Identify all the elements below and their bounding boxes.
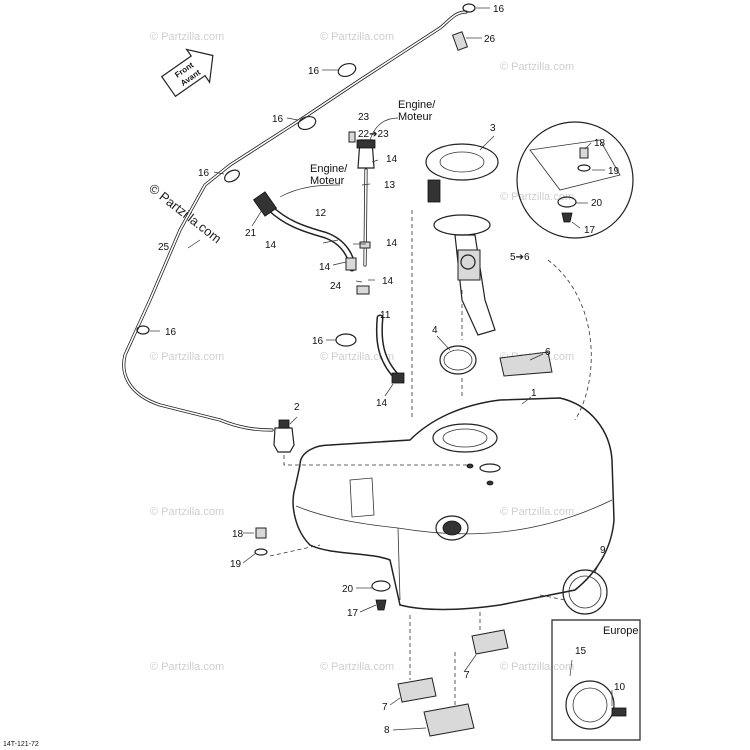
- callout-10: 10: [614, 682, 626, 693]
- pump-gasket-4: [439, 345, 477, 375]
- callout-22-23: 22➔23: [358, 129, 389, 140]
- callout-17: 17: [584, 225, 596, 236]
- callout-15: 15: [575, 646, 587, 657]
- hose-clamps-16: [136, 3, 476, 347]
- svg-text:© Partzilla.com: © Partzilla.com: [320, 351, 394, 363]
- callout-18: 18: [594, 138, 606, 149]
- callout-14: 14: [386, 238, 398, 249]
- watermark-main: © Partzilla.com: [146, 181, 224, 247]
- vent-line-25: [122, 10, 468, 432]
- figure-code: 14T-121-72: [3, 741, 39, 748]
- callout-3: 3: [490, 123, 496, 134]
- fuel-pump-assembly-5: [427, 179, 496, 336]
- callout-2: 2: [294, 402, 300, 413]
- callout-5-6: 5➔6: [510, 252, 530, 263]
- fuel-cap-9: [562, 569, 608, 615]
- engine-note-b: Engine/ Moteur: [310, 163, 348, 187]
- callout-14: 14: [386, 154, 398, 165]
- assembly-leader-lines: [269, 210, 592, 705]
- fuel-hose-11: [375, 314, 405, 384]
- callout-16: 16: [312, 336, 324, 347]
- callout-13: 13: [384, 180, 396, 191]
- callout-20: 20: [591, 198, 603, 209]
- callout-25: 25: [158, 242, 170, 253]
- fuel-filter-6: [499, 351, 553, 377]
- callout-12: 12: [315, 208, 327, 219]
- callout-19: 19: [608, 166, 620, 177]
- svg-text:© Partzilla.com: © Partzilla.com: [150, 661, 224, 673]
- callout-leaders: [150, 7, 613, 731]
- callout-7: 7: [464, 670, 470, 681]
- svg-text:© Partzilla.com: © Partzilla.com: [150, 506, 224, 518]
- callout-numbers: 16 26 16 16 23 22➔23 3 16 14 13 12 21 14…: [158, 4, 626, 736]
- watermark-layer: © Partzilla.com © Partzilla.com © Partzi…: [146, 31, 574, 673]
- callout-11: 11: [380, 310, 391, 321]
- callout-16: 16: [198, 168, 210, 179]
- callout-23: 23: [358, 112, 370, 123]
- svg-text:© Partzilla.com: © Partzilla.com: [150, 31, 224, 43]
- svg-text:© Partzilla.com: © Partzilla.com: [320, 31, 394, 43]
- tank-pads-7-8: [397, 629, 509, 737]
- svg-text:Engine/: Engine/: [398, 99, 436, 111]
- inset-mount-detail: [516, 121, 634, 239]
- vent-fitting-2: [273, 419, 295, 453]
- svg-text:© Partzilla.com: © Partzilla.com: [150, 351, 224, 363]
- callout-14: 14: [376, 398, 388, 409]
- svg-text:Moteur: Moteur: [398, 111, 433, 123]
- check-valve-26: [451, 31, 482, 51]
- front-direction-badge: Front Avant: [160, 48, 214, 98]
- callout-9: 9: [600, 545, 606, 556]
- fuel-tank-1: [292, 397, 615, 611]
- callout-16: 16: [165, 327, 177, 338]
- callout-16: 16: [493, 4, 505, 15]
- callout-7: 7: [382, 702, 388, 713]
- pump-lock-ring-3: [425, 143, 499, 181]
- callout-18: 18: [232, 529, 244, 540]
- svg-text:Engine/: Engine/: [310, 163, 348, 175]
- mounting-hardware-left: [254, 527, 391, 611]
- callout-1: 1: [531, 388, 537, 399]
- callout-14: 14: [319, 262, 331, 273]
- callout-19: 19: [230, 559, 242, 570]
- engine-note-a: Engine/ Moteur: [398, 99, 436, 123]
- europe-inset: [551, 619, 641, 741]
- callout-20: 20: [342, 584, 354, 595]
- callout-21: 21: [245, 228, 257, 239]
- svg-text:© Partzilla.com: © Partzilla.com: [500, 661, 574, 673]
- svg-text:Moteur: Moteur: [310, 175, 345, 187]
- callout-16: 16: [272, 114, 284, 125]
- svg-text:© Partzilla.com: © Partzilla.com: [500, 61, 574, 73]
- callout-4: 4: [432, 325, 438, 336]
- callout-14: 14: [382, 276, 394, 287]
- callout-26: 26: [484, 34, 496, 45]
- callout-6: 6: [545, 347, 551, 358]
- callout-16: 16: [308, 66, 320, 77]
- callout-14: 14: [265, 240, 277, 251]
- callout-24: 24: [330, 281, 342, 292]
- svg-text:© Partzilla.com: © Partzilla.com: [320, 661, 394, 673]
- fuel-hose-12: [252, 191, 357, 272]
- europe-label: Europe: [603, 625, 638, 637]
- callout-8: 8: [384, 725, 390, 736]
- svg-text:© Partzilla.com: © Partzilla.com: [500, 506, 574, 518]
- callout-17: 17: [347, 608, 359, 619]
- fuel-hose-13: [348, 131, 376, 295]
